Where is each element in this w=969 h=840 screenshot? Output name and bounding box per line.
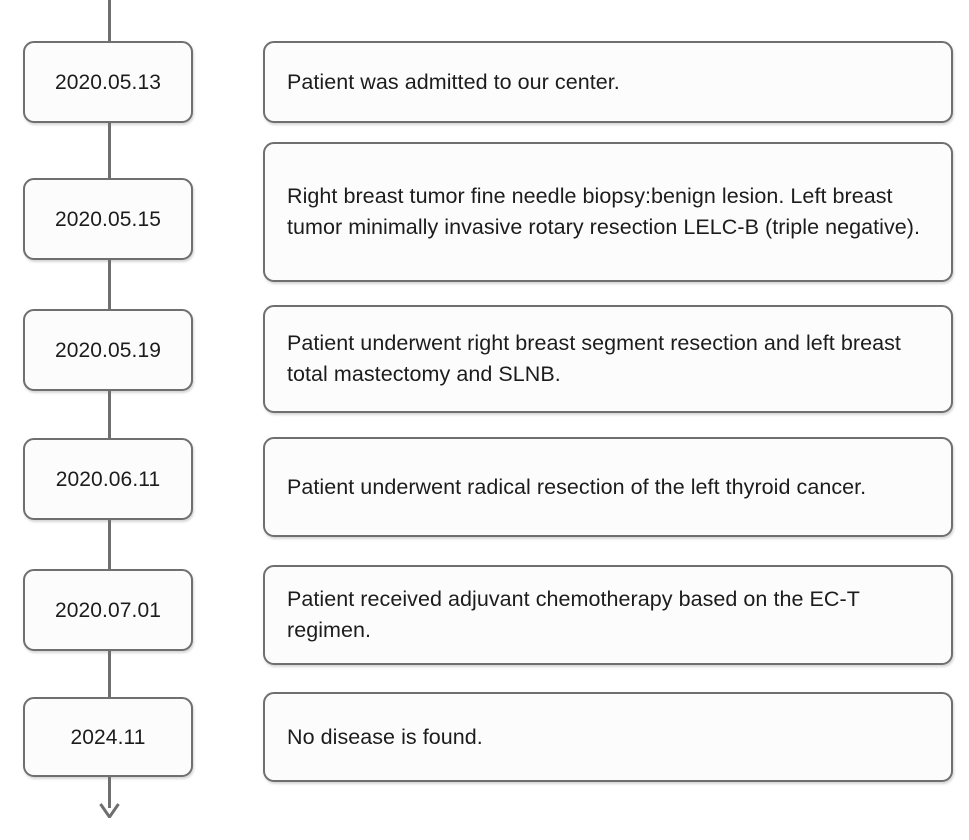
timeline-event-box[interactable]: Patient was admitted to our center. <box>263 41 953 123</box>
timeline-event-box[interactable]: Patient received adjuvant chemotherapy b… <box>263 565 953 665</box>
timeline-date-box[interactable]: 2020.06.11 <box>23 438 193 520</box>
timeline-event-box[interactable]: Right breast tumor fine needle biopsy:be… <box>263 142 953 282</box>
timeline-date-label: 2020.05.19 <box>54 338 162 362</box>
timeline-event-label: Patient underwent right breast segment r… <box>287 331 901 386</box>
timeline-date-box[interactable]: 2020.07.01 <box>23 569 193 651</box>
timeline-event-label: No disease is found. <box>287 724 483 749</box>
timeline-date-box[interactable]: 2020.05.19 <box>23 309 193 391</box>
timeline-event-label: Patient underwent radical resection of t… <box>287 474 867 499</box>
timeline-event-label: Patient was admitted to our center. <box>287 69 620 94</box>
timeline-event-box[interactable]: No disease is found. <box>263 692 953 782</box>
timeline-date-label: 2020.05.13 <box>54 70 162 94</box>
timeline-arrow-down-icon <box>96 788 123 818</box>
timeline-date-box[interactable]: 2020.05.13 <box>23 41 193 123</box>
timeline-event-box[interactable]: Patient underwent radical resection of t… <box>263 437 953 537</box>
timeline-event-label: Patient received adjuvant chemotherapy b… <box>287 587 860 642</box>
timeline-event-label: Right breast tumor fine needle biopsy:be… <box>287 184 921 239</box>
timeline-date-box[interactable]: 2020.05.15 <box>23 178 193 260</box>
timeline-axis-line <box>108 0 111 795</box>
timeline-date-box[interactable]: 2024.11 <box>23 697 193 777</box>
timeline-date-label: 2020.07.01 <box>54 598 162 622</box>
timeline-date-label: 2020.06.11 <box>55 467 161 491</box>
timeline-event-box[interactable]: Patient underwent right breast segment r… <box>263 305 953 413</box>
timeline-date-label: 2024.11 <box>70 725 146 749</box>
timeline-date-label: 2020.05.15 <box>54 207 162 231</box>
